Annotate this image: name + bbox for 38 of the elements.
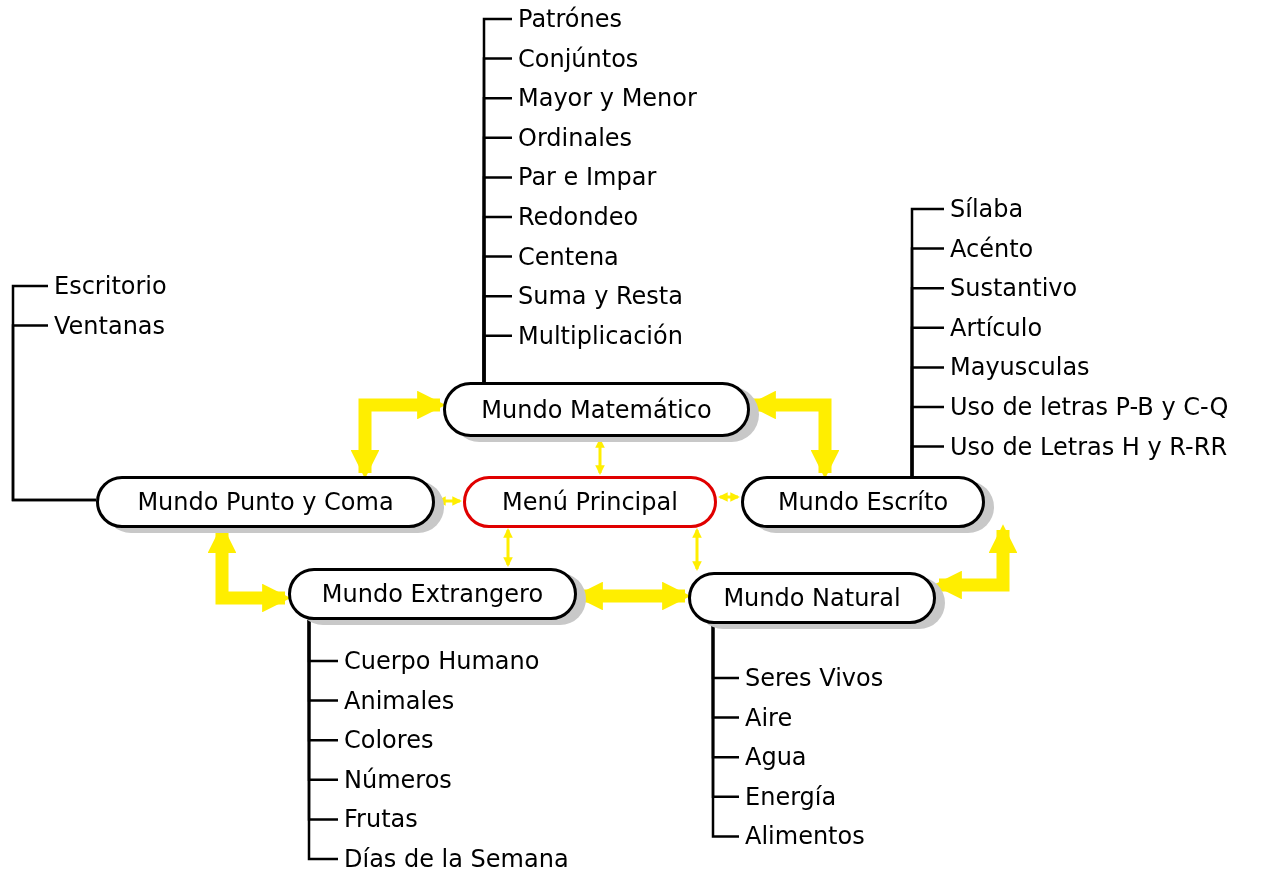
subtopic-label: Aire: [745, 702, 793, 733]
subtopic-label: Agua: [745, 742, 807, 773]
double-arrow: [718, 492, 740, 502]
subtopic-label: Uso de Letras H y R-RR: [950, 431, 1228, 462]
tree-connector: [307, 620, 338, 861]
subtopic-label: Sustantivo: [950, 273, 1078, 304]
subtopic-label: Mayor y Menor: [518, 83, 697, 114]
subtopic-label: Escritorio: [54, 271, 167, 301]
tree-connector: [910, 445, 944, 476]
subtopic-label: Conjúntos: [518, 43, 639, 74]
main-menu-node: Menú Principal: [463, 476, 717, 528]
tree-connector: [482, 334, 512, 382]
tree-connector: [11, 324, 96, 502]
subtopic-label: Cuerpo Humano: [344, 646, 540, 676]
subtopic-label: Uso de letras P-B y C-Q: [950, 392, 1229, 422]
subtopic-label: Colores: [344, 725, 434, 756]
subtopic-label: Energía: [745, 781, 837, 812]
subtopic-label: Artículo: [950, 312, 1043, 343]
subtopic-label: Mayusculas: [950, 352, 1090, 383]
subtopic-label: Números: [344, 764, 452, 795]
subtopic-label: Alimentos: [745, 821, 865, 852]
subtopic-label: Suma y Resta: [518, 281, 683, 312]
subtopic-label: Multiplicación: [518, 320, 683, 351]
subtopic-label: Patrónes: [518, 4, 622, 34]
subtopic-label: Par e Impar: [518, 162, 657, 193]
subtopic-label: Ventanas: [54, 310, 166, 341]
subtopic-label: Sílaba: [950, 194, 1024, 224]
subtopic-label: Animales: [344, 685, 455, 716]
subtopic-label: Centena: [518, 241, 619, 272]
subtopic-label: Acénto: [950, 233, 1034, 264]
subtopic-label: Días de la Semana: [344, 844, 569, 873]
tree-connector: [711, 624, 739, 838]
subtopic-label: Ordinales: [518, 122, 633, 153]
double-arrow: [503, 528, 513, 567]
subtopic-label: Redondeo: [518, 202, 639, 232]
subtopic-label: Seres Vivos: [745, 663, 884, 693]
double-arrow: [692, 528, 702, 571]
subtopic-label: Frutas: [344, 804, 418, 835]
